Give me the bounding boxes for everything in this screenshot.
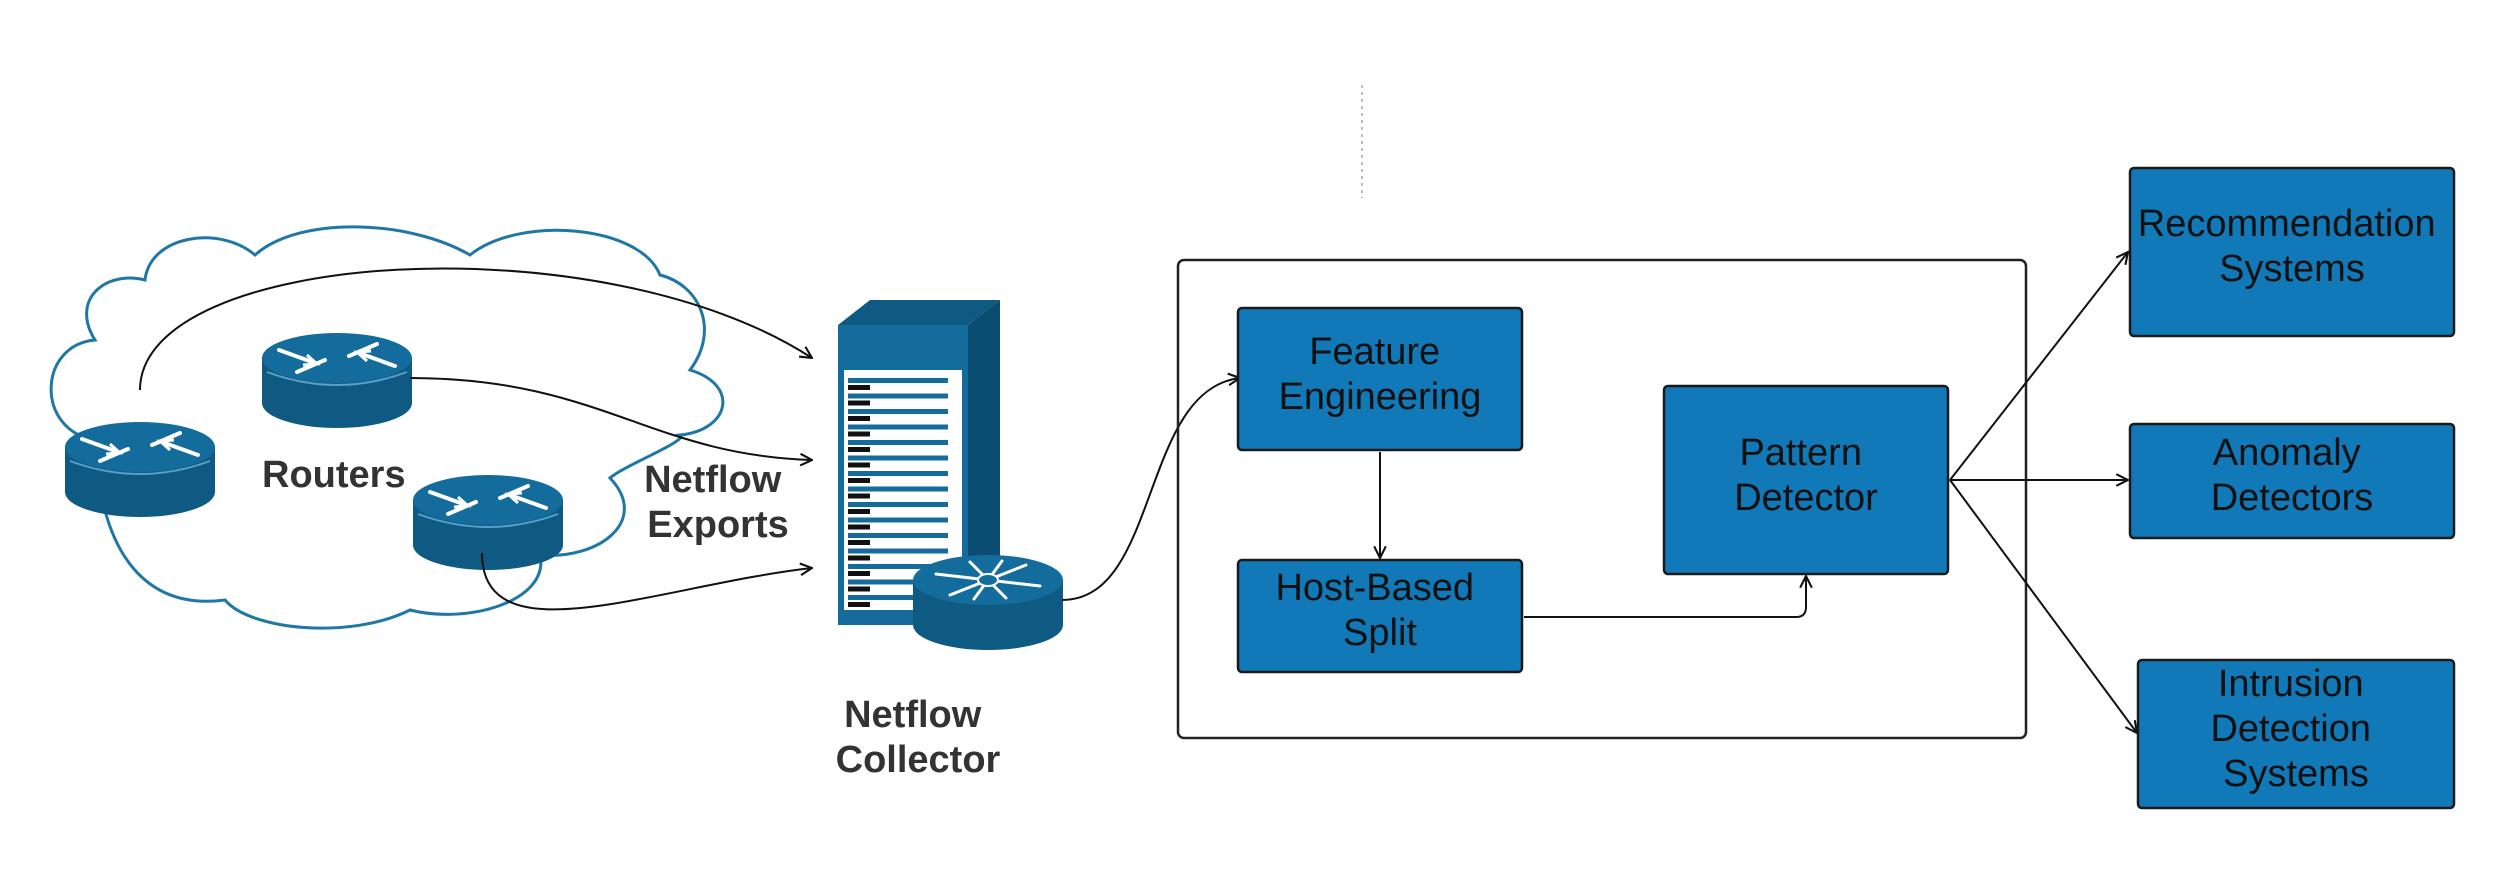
host-based-split-label: Host-Based [1275, 567, 1474, 609]
netflow-exports-line: Netflow [644, 459, 782, 501]
router-icon [260, 331, 414, 430]
rack-slot [848, 517, 948, 523]
anomaly-detectors-label: Anomaly [2213, 432, 2361, 474]
pipeline-container [1176, 258, 2028, 740]
netflow-collector-label: Netflow Collector [836, 694, 1001, 781]
anomaly-detectors-label: Detectors [2211, 477, 2374, 519]
export-arrow [139, 267, 812, 391]
server-rack-icon [838, 300, 1000, 625]
recommendation-systems-label: Systems [2219, 248, 2365, 290]
rack-slot [848, 393, 948, 399]
feature-engineering-label: Feature [1309, 331, 1440, 373]
intrusion-detection-systems-label: Intrusion [2218, 663, 2364, 705]
rack-slot-handle [848, 602, 870, 607]
rack-slot-handle [848, 447, 870, 452]
split-to-detector-arrow [1524, 576, 1806, 618]
rack-slot [848, 579, 948, 585]
rack-slot-handle [848, 385, 870, 390]
rack-slots [848, 378, 948, 607]
svg-text:Pattern Detector: Pattern Detector [1734, 432, 1878, 519]
router-icon [411, 473, 565, 572]
recommendation-systems-label: Recommendation [2138, 203, 2436, 245]
host-based-split-box: Host-Based Split [1236, 558, 1524, 674]
netflow-collector-line: Collector [836, 739, 1001, 781]
rack-slot [848, 471, 948, 476]
rack-slot [848, 502, 948, 507]
rack-slot [848, 486, 948, 492]
detector-to-intrusion-arrow [1949, 479, 2137, 733]
rack-slot-handle [848, 540, 870, 545]
feature-engineering-box: Feature Engineering [1236, 306, 1524, 452]
export-arrow [481, 552, 812, 611]
svg-text:Host-Based Split: Host-Based Split [1275, 567, 1484, 654]
rack-slot [848, 548, 948, 554]
rack-slot [848, 409, 948, 414]
recommendation-systems-box: Recommendation Systems [2128, 166, 2456, 338]
rack-slot-handle [848, 493, 870, 499]
rack-slot-handle [848, 571, 870, 576]
anomaly-detectors-box: Anomaly Detectors [2128, 422, 2456, 540]
rack-slot-handle [848, 555, 870, 561]
host-based-split-label: Split [1343, 612, 1417, 654]
rack-slot-handle [848, 400, 870, 406]
rack-slot-handle [848, 509, 870, 514]
rack-slot [848, 533, 948, 538]
intrusion-detection-systems-label: Systems [2223, 753, 2369, 795]
rack-slot-handle [848, 586, 870, 592]
netflow-exports-label: Netflow Exports [644, 459, 792, 546]
rack-slot-handle [848, 416, 870, 421]
pattern-detector-label: Pattern [1739, 432, 1862, 474]
netflow-collector-line: Netflow [844, 694, 982, 736]
rack-slot [848, 378, 948, 383]
svg-text:Anomaly Detectors: Anomaly Detectors [2211, 432, 2374, 519]
rack-slot [848, 455, 948, 461]
routers-label: Routers [262, 454, 406, 496]
svg-text:Intrusion Detection: Intrusion Detection Systems [2210, 663, 2381, 795]
rack-slot [848, 440, 948, 445]
netflow-exports-line: Exports [647, 504, 788, 546]
svg-text:Feature Engineering: Feature Engineering [1279, 331, 1482, 418]
rack-slot [848, 424, 948, 430]
pattern-detector-label: Detector [1734, 477, 1878, 519]
rack-slot-handle [848, 431, 870, 437]
collector-to-pipeline-arrow [1061, 378, 1240, 601]
feature-engineering-label: Engineering [1279, 376, 1482, 418]
detector-to-recommendation-arrow [1949, 252, 2128, 481]
rack-slot-handle [848, 478, 870, 483]
export-arrow [409, 377, 812, 460]
pattern-detector-box: Pattern Detector [1662, 384, 1950, 576]
intrusion-detection-systems-box: Intrusion Detection Systems [2136, 658, 2456, 810]
intrusion-detection-systems-label: Detection [2210, 708, 2371, 750]
rack-slot-handle [848, 462, 870, 468]
rack-slot-handle [848, 524, 870, 530]
rack-slot [848, 595, 948, 600]
svg-text:Recommendation Systems: Recommendation Systems [2138, 203, 2446, 290]
router-icon [63, 420, 217, 519]
switch-icon [913, 555, 1063, 650]
rack-slot [848, 564, 948, 569]
